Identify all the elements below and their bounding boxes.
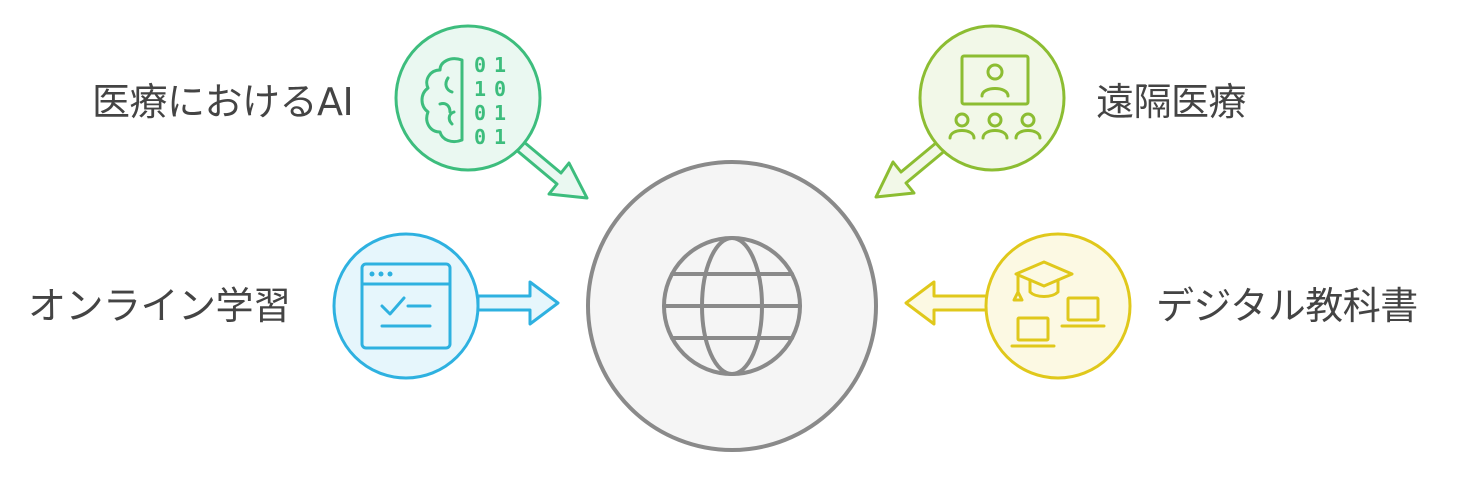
svg-text:0: 0 <box>474 53 486 77</box>
label-tele: 遠隔医療 <box>1096 80 1247 124</box>
svg-text:0: 0 <box>474 101 486 125</box>
svg-text:0: 0 <box>494 77 506 101</box>
svg-text:0: 0 <box>474 125 486 149</box>
brain-binary-icon <box>420 57 464 144</box>
globe-icon <box>662 236 802 376</box>
graduation-laptops-icon <box>1010 260 1106 348</box>
svg-text:1: 1 <box>494 53 506 77</box>
online-node-circle <box>332 232 480 380</box>
arrow-digital <box>904 280 990 326</box>
svg-text:1: 1 <box>494 125 506 149</box>
svg-text:1: 1 <box>494 101 506 125</box>
svg-text:1: 1 <box>474 77 486 101</box>
label-ai: 医療におけるAI <box>92 80 354 124</box>
label-online: オンライン学習 <box>28 284 291 328</box>
tele-node-circle <box>918 24 1066 172</box>
digital-node-circle <box>984 232 1132 380</box>
arrow-online <box>476 280 560 326</box>
ai-node-circle <box>394 24 542 172</box>
label-digital: デジタル教科書 <box>1156 284 1418 328</box>
browser-dots <box>369 271 393 277</box>
browser-checklist-icon <box>360 262 452 350</box>
video-conference-icon <box>948 54 1042 140</box>
